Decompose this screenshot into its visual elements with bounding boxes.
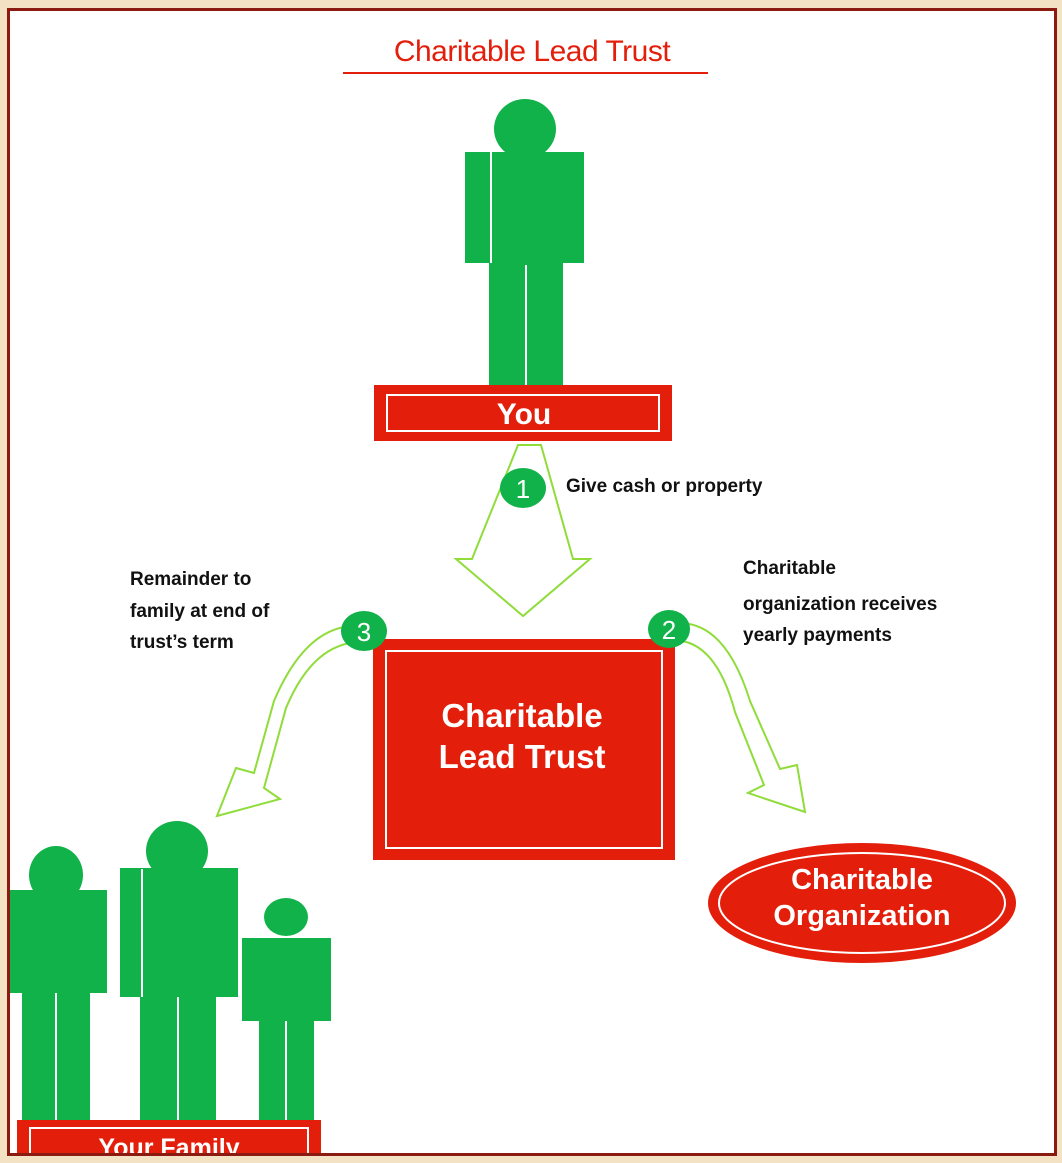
organization-label-line-2: Organization: [773, 900, 950, 932]
family-person-icon-right: [242, 898, 331, 1128]
give-arrow: [453, 444, 593, 618]
trust-label-line-1: Charitable: [441, 697, 602, 734]
step-2-line-2: organization receives: [743, 594, 937, 615]
trust-box: Charitable Lead Trust: [373, 639, 675, 860]
organization-label-line-1: Charitable: [791, 864, 933, 896]
step-2-badge: 2: [648, 610, 690, 648]
you-person-icon: [465, 99, 584, 391]
family-box: Your Family: [17, 1120, 321, 1153]
step-1-line-1: Give cash or property: [566, 476, 763, 497]
step-1-number: 1: [516, 474, 530, 504]
step-2-line-1: Charitable: [743, 558, 836, 579]
charitable-lead-trust-diagram: Charitable Lead Trust You 1 Give cash or…: [10, 35, 1016, 1153]
family-person-icon-center: [120, 821, 238, 1129]
you-box: You: [374, 385, 672, 441]
step-3-line-1: Remainder to: [130, 569, 251, 590]
step-2-number: 2: [662, 615, 676, 645]
step-1-badge: 1: [500, 468, 546, 508]
step-3-number: 3: [357, 617, 371, 647]
family-person-icon-left: [10, 846, 107, 1127]
step-3-badge: 3: [341, 611, 387, 651]
trust-label-line-2: Lead Trust: [439, 738, 606, 775]
payments-arrow: [664, 622, 807, 814]
step-1-text: Give cash or property: [566, 476, 763, 497]
remainder-arrow: [215, 624, 364, 818]
step-3-line-3: trust’s term: [130, 632, 234, 653]
step-3-line-2: family at end of: [130, 601, 270, 622]
family-label: Your Family: [98, 1134, 239, 1153]
you-label: You: [497, 398, 551, 431]
step-2-line-3: yearly payments: [743, 625, 892, 646]
step-3-text: Remainder to family at end of trust’s te…: [130, 569, 275, 653]
diagram-frame: Charitable Lead Trust You 1 Give cash or…: [7, 8, 1057, 1156]
organization-ellipse: Charitable Organization: [708, 843, 1016, 963]
diagram-title: Charitable Lead Trust: [394, 35, 671, 68]
step-2-text: Charitable organization receives yearly …: [743, 558, 943, 646]
